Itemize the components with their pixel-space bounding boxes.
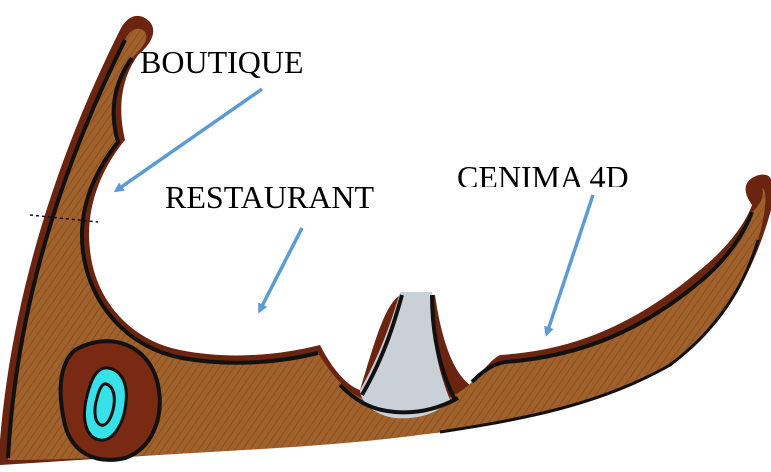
- cinema-label-container: CENIMA 4D: [450, 160, 660, 187]
- arrow-icon: [260, 228, 302, 310]
- label-boutique: BOUTIQUE: [140, 46, 304, 78]
- arrow-icon: [117, 89, 262, 190]
- label-restaurant: RESTAURANT: [165, 181, 374, 213]
- arrow-icon: [547, 195, 593, 333]
- label-cinema: CENIMA 4D: [457, 161, 629, 187]
